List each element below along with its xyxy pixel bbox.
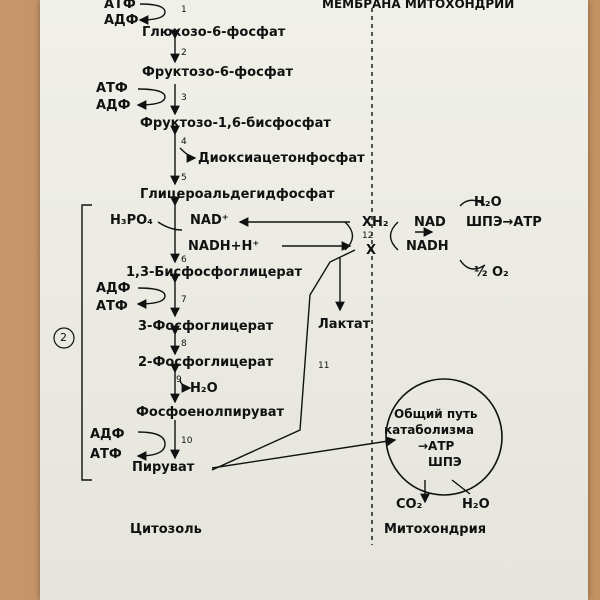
water-step-9: H₂O xyxy=(190,381,218,396)
mitochondria-footer: Митохондрия xyxy=(384,522,487,537)
nadh-h: NADH+H⁺ xyxy=(188,239,260,254)
atp-label-top: АТФ xyxy=(104,0,136,12)
nad-plus: NAD⁺ xyxy=(190,213,229,228)
step-1: 1 xyxy=(181,5,187,15)
adp-label-3: АДФ xyxy=(96,98,131,113)
atp-label-7: АТФ xyxy=(96,299,128,314)
circle-marker xyxy=(53,327,75,349)
xh2: XH₂ xyxy=(362,215,389,230)
common-path-atp: →АТР xyxy=(418,439,455,453)
cytosol-footer: Цитозоль xyxy=(130,522,202,537)
glucose-6-phosphate: Глюкозо-6-фосфат xyxy=(142,25,286,40)
step-2: 2 xyxy=(181,48,187,58)
step-11: 11 xyxy=(318,361,330,371)
step-10: 10 xyxy=(181,436,193,446)
adp-label-10: АДФ xyxy=(90,427,125,442)
mito-water-top: H₂O xyxy=(474,195,502,210)
adp-label-7: АДФ xyxy=(96,281,131,296)
x-carrier: X xyxy=(366,243,377,258)
phosphoglycerate-2: 2-Фосфоглицерат xyxy=(138,355,274,370)
step-6: 6 xyxy=(181,255,187,265)
circle-marker-label: 2 xyxy=(60,331,67,344)
step-4: 4 xyxy=(181,137,187,147)
phosphoric-acid: H₃PO₄ xyxy=(110,213,153,228)
fructose-6-phosphate: Фруктозо-6-фосфат xyxy=(142,65,294,80)
membrane-header: МЕМБРАНА МИТОХОНДРИИ xyxy=(322,0,515,11)
pyruvate: Пируват xyxy=(132,460,195,475)
mito-water-bottom: H₂O xyxy=(462,497,490,512)
step-3: 3 xyxy=(181,93,187,103)
atp-label-3: АТФ xyxy=(96,81,128,96)
glyceraldehyde-phosphate: Глицероальдегидфосфат xyxy=(140,187,335,202)
step-8: 8 xyxy=(181,339,187,349)
adp-label-top: АДФ xyxy=(104,13,139,28)
mito-nad: NAD xyxy=(414,215,446,230)
phosphoglycerate-3: 3-Фосфоглицерат xyxy=(138,319,274,334)
carbon-dioxide: CO₂ xyxy=(396,497,423,512)
bisphosphoglycerate-1-3: 1,3-Бисфосфоглицерат xyxy=(126,265,303,280)
common-path-line2: катаболизма xyxy=(384,423,474,437)
step-5: 5 xyxy=(181,173,187,183)
fructose-1-6-bisphosphate: Фруктозо-1,6-бисфосфат xyxy=(140,116,331,131)
step-12: 12 xyxy=(362,231,374,241)
phosphoenolpyruvate: Фосфоенолпируват xyxy=(136,405,285,420)
half-oxygen: ½ O₂ xyxy=(474,265,509,280)
lactate: Лактат xyxy=(318,317,371,332)
common-path-chain: ШПЭ xyxy=(428,455,462,469)
mito-circle xyxy=(385,378,503,496)
mito-nadh: NADH xyxy=(406,239,449,254)
common-path-line1: Общий путь xyxy=(394,407,478,421)
atp-label-10: АТФ xyxy=(90,447,122,462)
poster xyxy=(40,0,588,600)
step-9: 9 xyxy=(176,375,182,385)
electron-chain-atp: ШПЭ→АТР xyxy=(466,215,542,230)
dihydroxyacetone-phosphate: Диоксиацетонфосфат xyxy=(198,151,365,166)
step-7: 7 xyxy=(181,295,187,305)
